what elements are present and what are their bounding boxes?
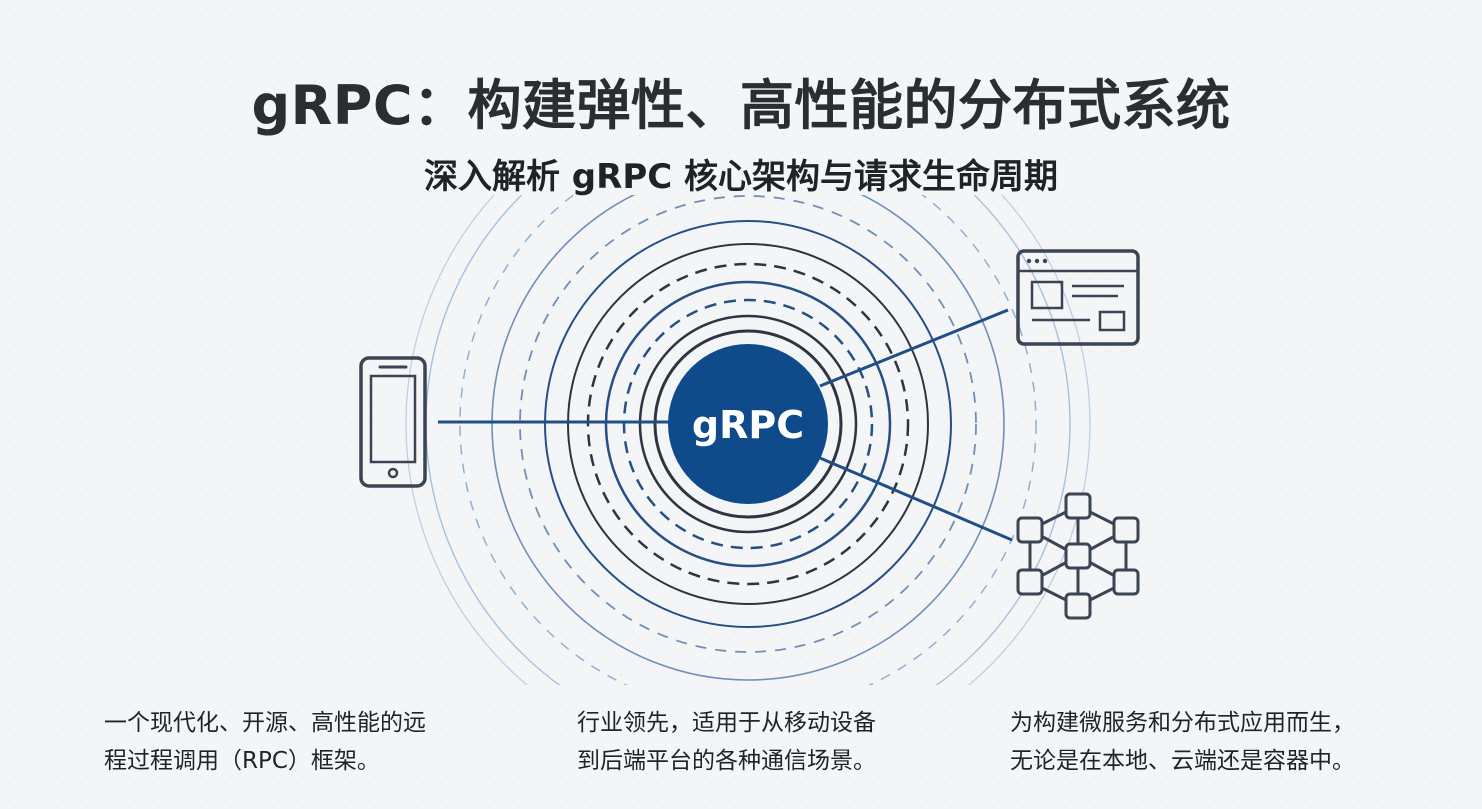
caption-framework: 一个现代化、开源、高性能的远 程过程调用（RPC）框架。	[104, 704, 426, 780]
ring	[622, 298, 874, 550]
browser-window-icon	[1016, 249, 1140, 346]
ring	[459, 195, 1037, 685]
caption-line: 到后端平台的各种通信场景。	[577, 748, 876, 774]
ring	[405, 195, 1091, 685]
caption-line: 为构建微服务和分布式应用而生，	[1010, 710, 1355, 736]
ring	[544, 220, 952, 628]
link-to-browser	[819, 308, 1009, 388]
hub-label: gRPC	[692, 403, 804, 447]
network-nodes-icon	[1016, 492, 1140, 620]
connection-lines	[438, 308, 1013, 542]
ring	[604, 280, 892, 568]
caption-line: 一个现代化、开源、高性能的远	[104, 710, 426, 736]
page-title: gRPC：构建弹性、高性能的分布式系统	[251, 74, 1231, 137]
grpc-hub: gRPC	[668, 344, 828, 504]
ring	[519, 195, 977, 653]
caption-line: 行业领先，适用于从移动设备	[577, 710, 876, 736]
page-subtitle: 深入解析 gRPC 核心架构与请求生命周期	[423, 157, 1059, 197]
ring	[653, 329, 843, 519]
link-to-network	[819, 456, 1013, 542]
caption-scenarios: 行业领先，适用于从移动设备 到后端平台的各种通信场景。	[577, 704, 876, 780]
ring	[567, 243, 929, 605]
ring	[491, 195, 1005, 681]
smartphone-icon	[359, 356, 427, 488]
ring	[638, 314, 858, 534]
caption-line: 无论是在本地、云端还是容器中。	[1010, 748, 1355, 774]
signal-rings	[405, 195, 1091, 685]
ring	[586, 262, 910, 586]
caption-microservices: 为构建微服务和分布式应用而生， 无论是在本地、云端还是容器中。	[1010, 704, 1355, 780]
caption-line: 程过程调用（RPC）框架。	[104, 748, 380, 774]
